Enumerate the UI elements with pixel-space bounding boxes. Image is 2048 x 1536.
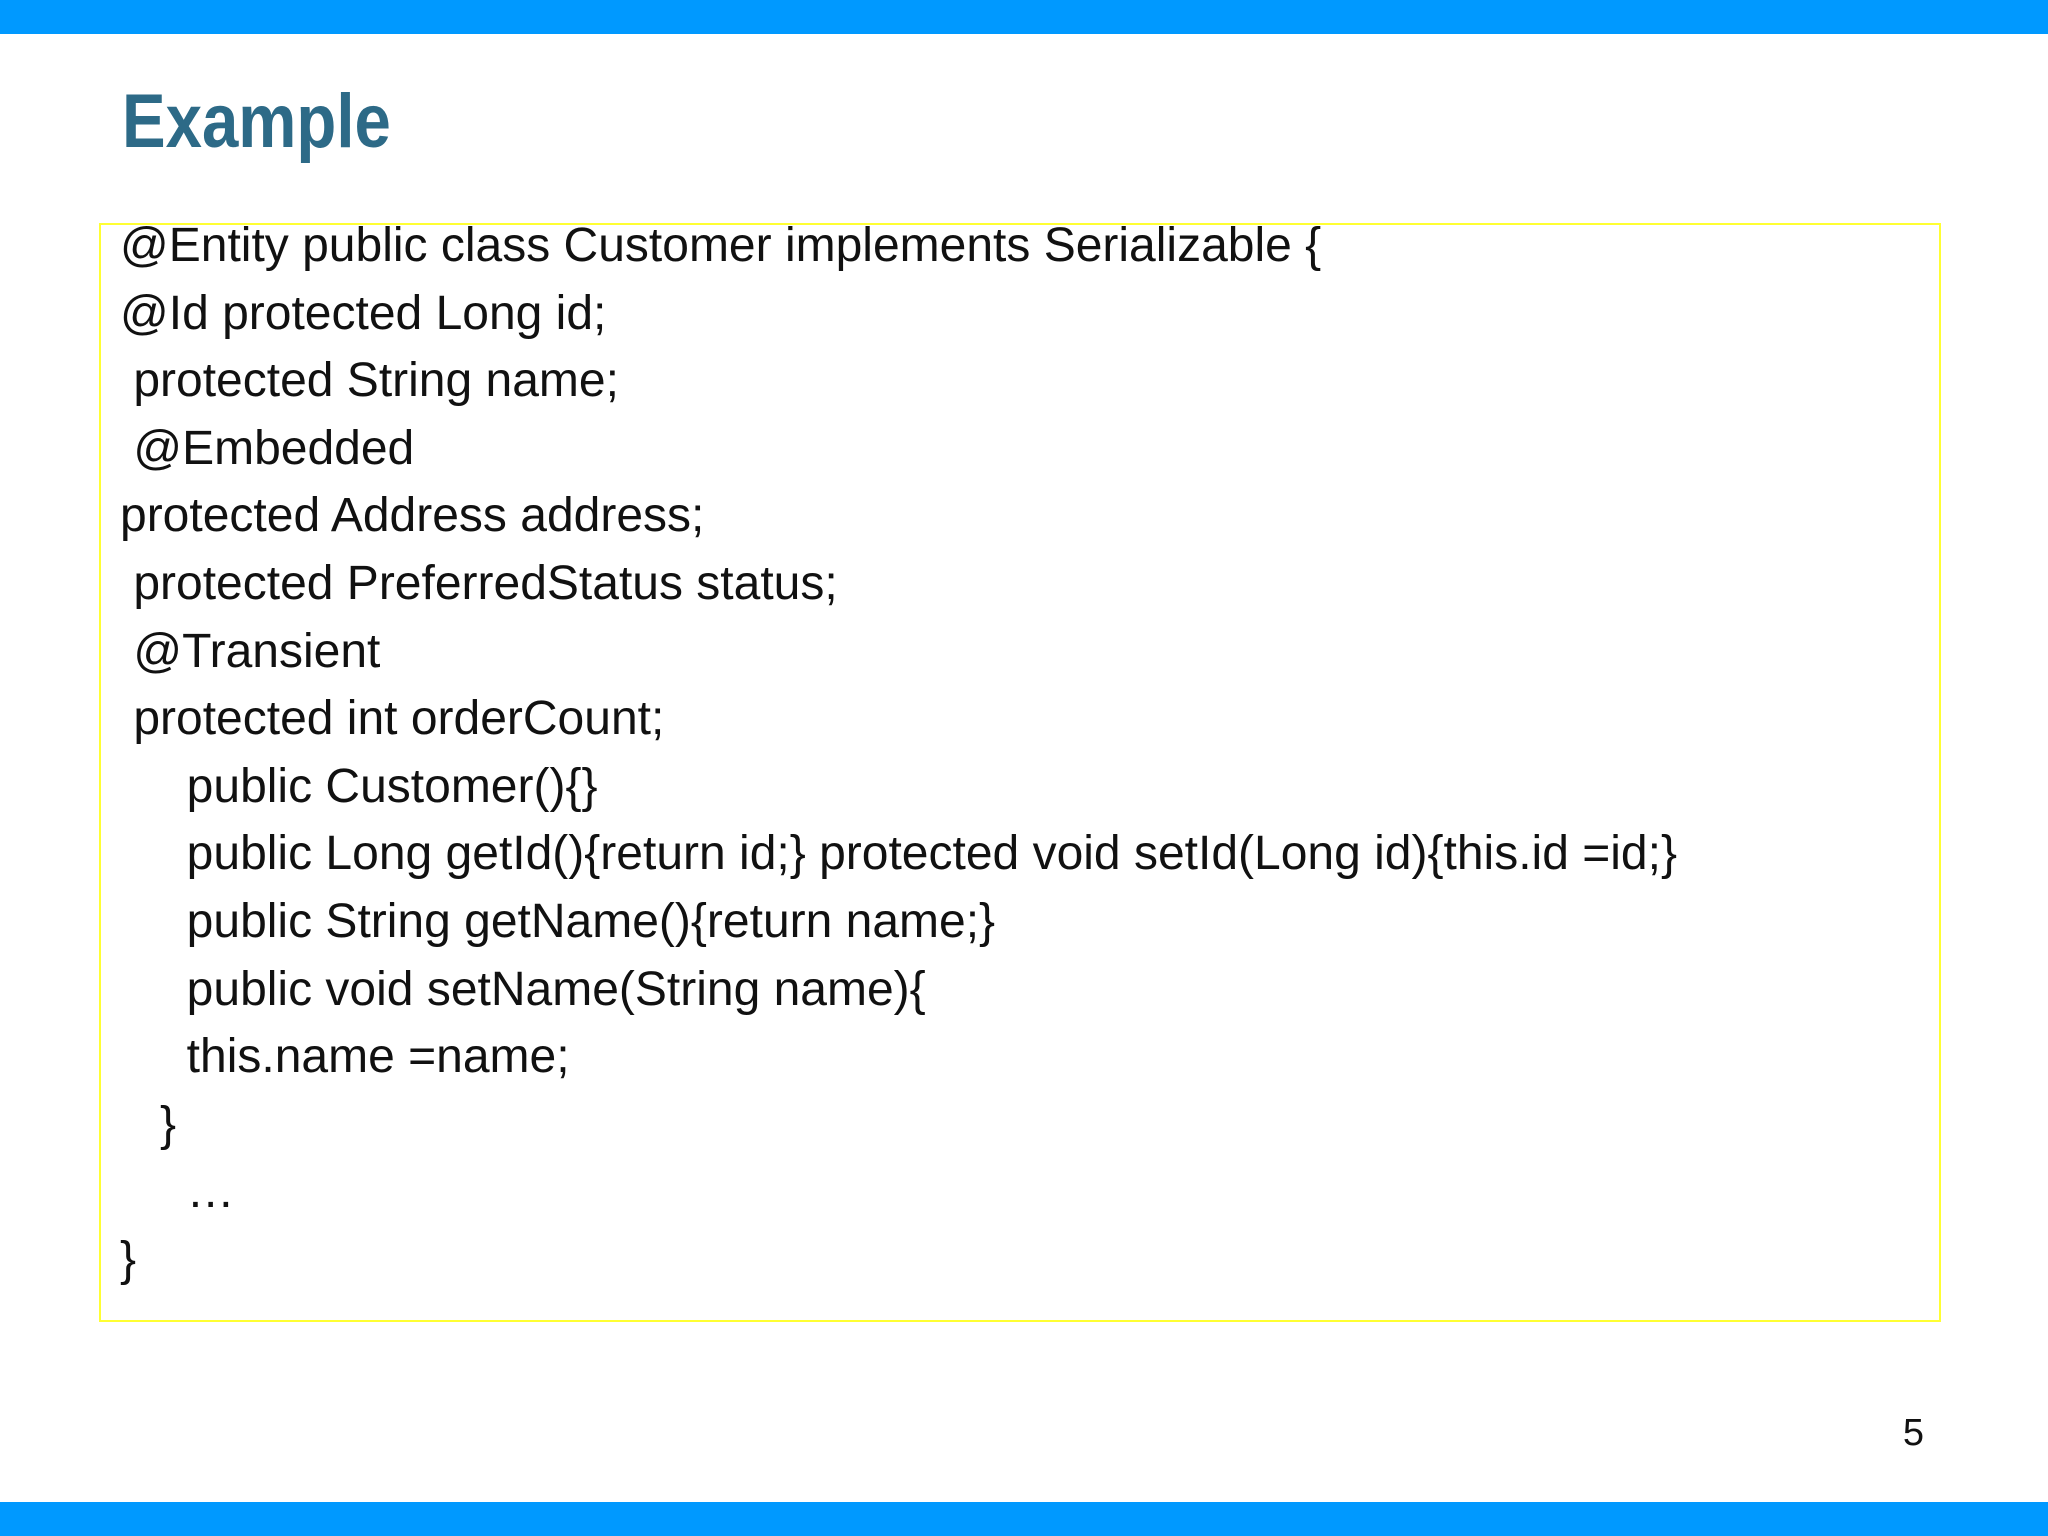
code-line: protected PreferredStatus status; <box>120 556 838 610</box>
code-line: @Id protected Long id; <box>120 286 607 340</box>
code-line: public void setName(String name){ <box>120 962 926 1016</box>
bottom-accent-bar <box>0 1502 2048 1536</box>
code-line: @Transient <box>120 624 381 678</box>
code-line: public Customer(){} <box>120 759 598 813</box>
code-line: … <box>120 1165 235 1219</box>
code-line: protected Address address; <box>120 489 705 543</box>
code-line: protected String name; <box>120 354 619 408</box>
code-line: } <box>120 1097 177 1151</box>
code-box-border <box>99 223 1941 1322</box>
code-line: public Long getId(){return id;} protecte… <box>120 827 1677 881</box>
top-accent-bar <box>0 0 2048 34</box>
page-number: 5 <box>1902 1412 1924 1454</box>
code-line: @Entity public class Customer implements… <box>120 219 1322 272</box>
code-block: @Entity public class Customer implements… <box>120 212 1677 1294</box>
code-line: } <box>120 1232 137 1286</box>
slide-title: Example <box>122 79 391 164</box>
code-line: this.name =name; <box>120 1030 570 1084</box>
code-line: @Embedded <box>120 421 415 475</box>
code-line: protected int orderCount; <box>120 692 665 746</box>
code-line: public String getName(){return name;} <box>120 894 996 948</box>
